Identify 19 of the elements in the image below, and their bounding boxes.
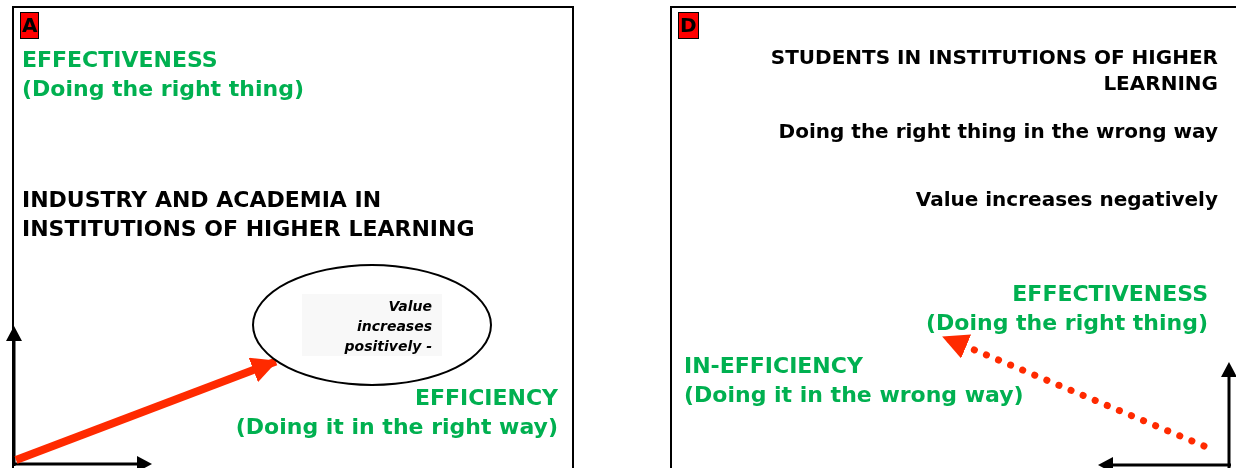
heading-text: STUDENTS IN INSTITUTIONS OF HIGHER LEARNING [769,44,1218,96]
subheading-text: (Doing it in the wrong way) [684,380,1025,409]
heading-text: IN-EFFICIENCY [684,352,864,380]
subheading-text: (Doing the right thing) [925,308,1208,337]
heading-text: INDUSTRY AND ACADEMIA IN INSTITUTIONS OF HIGHER LEARNING [22,186,476,243]
subheading-text: (Doing it in the right way) [234,412,558,441]
heading-text: EFFECTIVENESS [22,46,219,74]
subheading-text: (Doing the right thing) [22,74,305,103]
heading-text: EFFECTIVENESS [1011,280,1208,308]
ellipse-text: Value increases positively - [302,293,442,357]
panel-frame [12,6,574,468]
heading-text: Doing the right thing in the wrong way [777,118,1218,144]
panel-frame [670,6,1236,468]
arrow [14,357,278,464]
panel-letter: A [20,12,40,39]
heading-text: EFFICIENCY [413,384,558,412]
heading-text: Value increases negatively [914,186,1218,212]
dotted-arrow [940,333,1208,450]
panel-letter: D [678,12,699,39]
